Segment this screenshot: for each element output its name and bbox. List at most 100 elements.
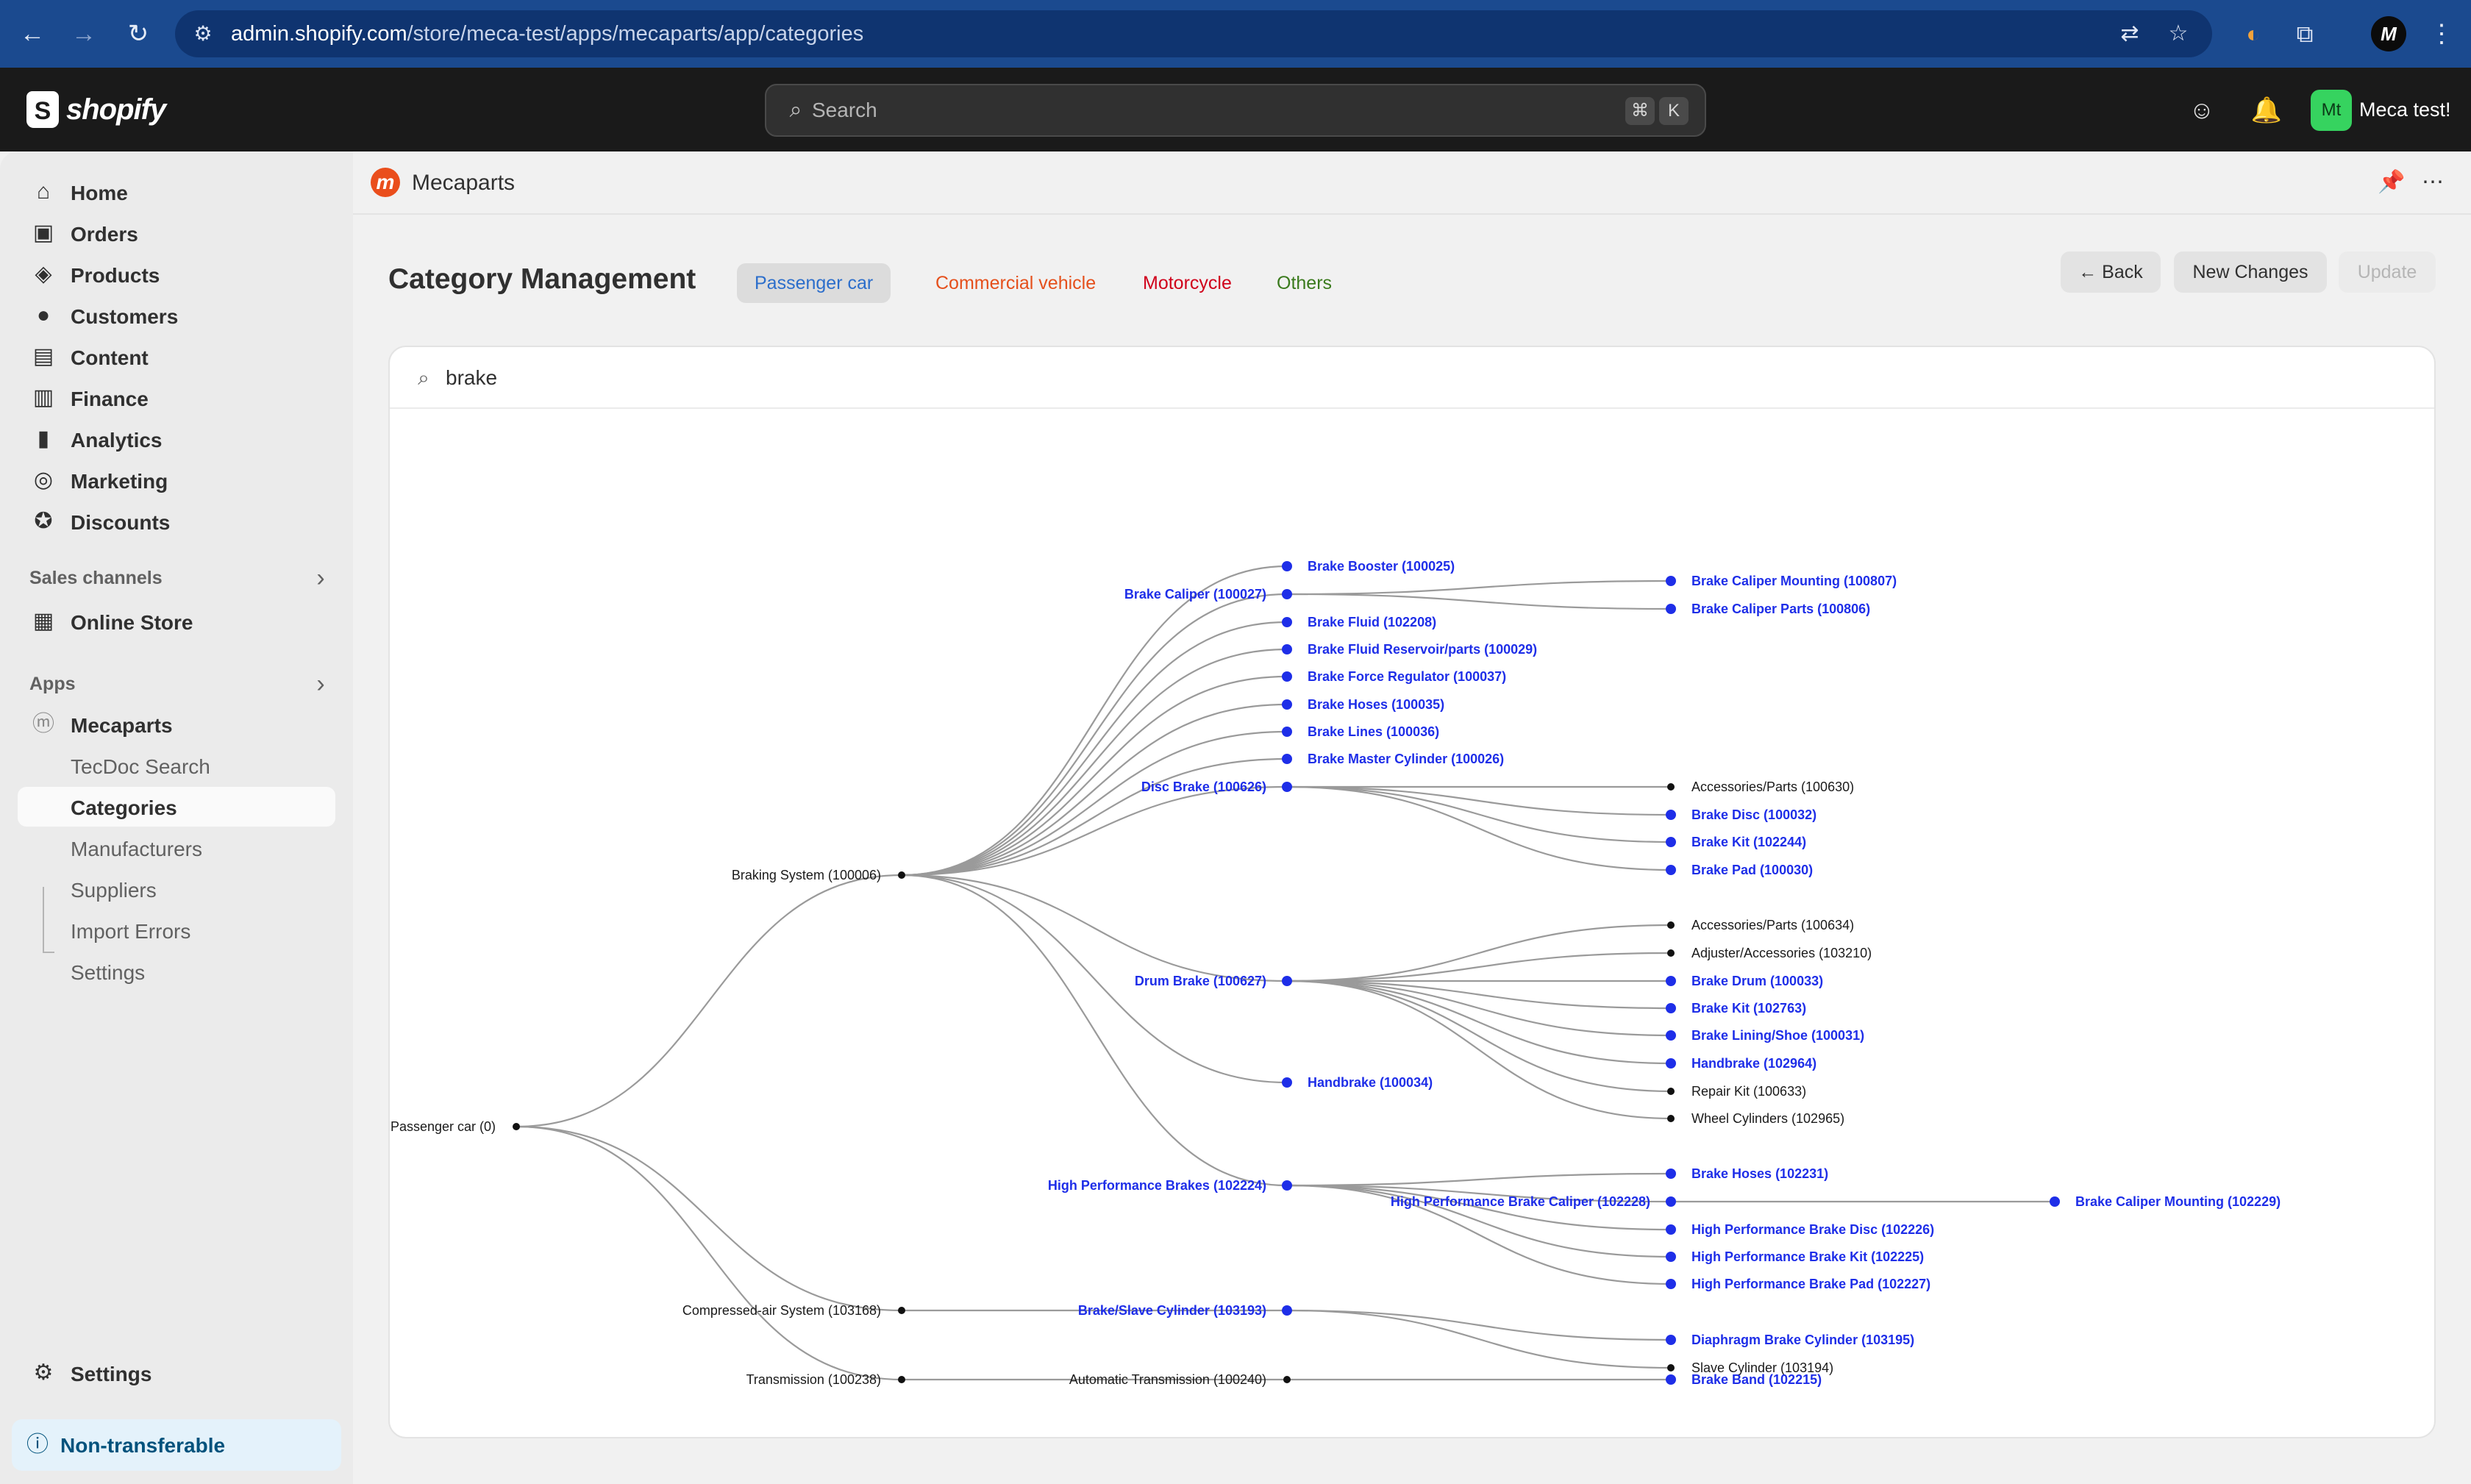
tree-node-label[interactable]: Handbrake (102964) bbox=[1691, 1056, 1816, 1071]
tree-node-dot[interactable] bbox=[1666, 1169, 1676, 1179]
tab-passenger-car[interactable]: Passenger car bbox=[737, 263, 891, 303]
tree-node[interactable]: High Performance Brakes (102224) bbox=[1048, 1178, 1292, 1193]
tree-node[interactable]: High Performance Brake Kit (102225) bbox=[1666, 1249, 1924, 1264]
tree-node-dot[interactable] bbox=[1666, 976, 1676, 986]
translate-icon[interactable]: ⇄ bbox=[2120, 21, 2139, 46]
sidebar-subitem-import-errors[interactable]: Import Errors bbox=[18, 910, 335, 950]
tree-node-label[interactable]: Brake Disc (100032) bbox=[1691, 807, 1816, 822]
tree-node-dot[interactable] bbox=[1282, 1077, 1292, 1088]
back-arrow-icon[interactable]: ← bbox=[20, 20, 45, 48]
tree-node-dot[interactable] bbox=[1282, 976, 1292, 986]
tree-node-label[interactable]: Brake Drum (100033) bbox=[1691, 974, 1823, 988]
store-name[interactable]: Meca test! bbox=[2359, 99, 2451, 121]
sidebar-item-discounts[interactable]: ✪ Discounts bbox=[18, 502, 335, 541]
tree-node-label[interactable]: Accessories/Parts (100634) bbox=[1691, 918, 1854, 932]
sidebar-item-orders[interactable]: ▣ Orders bbox=[18, 213, 335, 253]
url-text[interactable]: admin.shopify.com/store/meca-test/apps/m… bbox=[231, 22, 863, 46]
tree-node-dot[interactable] bbox=[1666, 1279, 1676, 1289]
forward-arrow-icon[interactable]: → bbox=[71, 20, 96, 48]
shopify-logo[interactable]: S shopify bbox=[26, 90, 166, 129]
tree-node-label[interactable]: Brake Lines (100036) bbox=[1308, 724, 1439, 739]
tree-node-dot[interactable] bbox=[1282, 754, 1292, 764]
browser-profile-avatar[interactable]: M bbox=[2371, 16, 2406, 51]
tree-node[interactable]: High Performance Brake Caliper (102228) bbox=[1391, 1194, 1676, 1209]
tree-node-dot[interactable] bbox=[1666, 576, 1676, 586]
tree-node-label[interactable]: Slave Cylinder (103194) bbox=[1691, 1360, 1833, 1375]
sidebar-subitem-manufacturers[interactable]: Manufacturers bbox=[18, 828, 335, 868]
tab-commercial-vehicle[interactable]: Commercial vehicle bbox=[935, 273, 1097, 293]
tree-node-label[interactable]: Brake Fluid (102208) bbox=[1308, 615, 1436, 629]
puzzle-icon[interactable]: ⧉ bbox=[2296, 21, 2314, 47]
tree-node-label[interactable]: Diaphragm Brake Cylinder (103195) bbox=[1691, 1333, 1914, 1347]
tree-node-dot[interactable] bbox=[898, 1376, 905, 1383]
tree-node-dot[interactable] bbox=[1666, 865, 1676, 875]
tree-node[interactable]: Brake Pad (100030) bbox=[1666, 863, 1813, 877]
tree-node[interactable]: Brake Caliper Mounting (100807) bbox=[1666, 574, 1897, 588]
tree-node-label[interactable]: High Performance Brakes (102224) bbox=[1048, 1178, 1266, 1193]
tree-node-dot[interactable] bbox=[1666, 1374, 1676, 1385]
tree-node-label[interactable]: Brake Fluid Reservoir/parts (100029) bbox=[1308, 642, 1537, 657]
tree-node[interactable]: Brake Caliper Parts (100806) bbox=[1666, 602, 1870, 616]
tree-node-label[interactable]: Transmission (100238) bbox=[746, 1372, 881, 1387]
tree-node-dot[interactable] bbox=[1282, 1305, 1292, 1316]
sidebar-subitem-suppliers[interactable]: Suppliers bbox=[18, 869, 335, 909]
tree-node-label[interactable]: Brake Hoses (102231) bbox=[1691, 1166, 1828, 1181]
address-bar[interactable]: ⚙ admin.shopify.com/store/meca-test/apps… bbox=[175, 10, 2212, 57]
site-settings-icon[interactable]: ⚙ bbox=[193, 22, 213, 45]
tree-node[interactable]: Brake Kit (102244) bbox=[1666, 835, 1806, 849]
sidekick-icon[interactable]: ☺ bbox=[2189, 96, 2215, 124]
tree-node[interactable]: Brake Band (102215) bbox=[1666, 1372, 1822, 1387]
tree-node-label[interactable]: High Performance Brake Caliper (102228) bbox=[1391, 1194, 1650, 1209]
tree-node-dot[interactable] bbox=[1667, 921, 1675, 929]
tree-node-dot[interactable] bbox=[1667, 1088, 1675, 1095]
tree-node-label[interactable]: Automatic Transmission (100240) bbox=[1069, 1372, 1266, 1387]
tree-node-label[interactable]: Braking System (100006) bbox=[732, 868, 881, 882]
sidebar-item-customers[interactable]: ● Customers bbox=[18, 296, 335, 335]
category-tree[interactable]: Passenger car (0) Braking System (100006)… bbox=[390, 409, 2434, 1438]
tree-node-label[interactable]: Brake Kit (102244) bbox=[1691, 835, 1806, 849]
sidebar-subitem-tecdoc-search[interactable]: TecDoc Search bbox=[18, 746, 335, 785]
tree-node-label[interactable]: Disc Brake (100626) bbox=[1141, 780, 1266, 794]
tree-node-label[interactable]: High Performance Brake Pad (102227) bbox=[1691, 1277, 1930, 1291]
tree-node[interactable]: Adjuster/Accessories (103210) bbox=[1667, 946, 1872, 960]
tree-node[interactable]: Brake Fluid Reservoir/parts (100029) bbox=[1282, 642, 1537, 657]
tree-node-label[interactable]: Brake Pad (100030) bbox=[1691, 863, 1813, 877]
tree-node-dot[interactable] bbox=[1282, 644, 1292, 654]
sidebar-subitem-settings[interactable]: Settings bbox=[18, 952, 335, 991]
sales-channels-heading[interactable]: Sales channels bbox=[29, 568, 163, 588]
extension-icon[interactable]: ◐ bbox=[2246, 21, 2261, 47]
tree-node-label[interactable]: Brake Master Cylinder (100026) bbox=[1308, 752, 1504, 766]
kebab-menu-icon[interactable]: ⋮ bbox=[2429, 20, 2454, 48]
sidebar-item-mecaparts[interactable]: ⓜ Mecaparts bbox=[18, 704, 335, 744]
tree-node-label[interactable]: Wheel Cylinders (102965) bbox=[1691, 1111, 1844, 1126]
sidebar-item-marketing[interactable]: ◎ Marketing bbox=[18, 460, 335, 500]
apps-heading[interactable]: Apps bbox=[29, 674, 76, 694]
tree-node-label[interactable]: Brake Hoses (100035) bbox=[1308, 697, 1444, 712]
tree-node-label[interactable]: Drum Brake (100627) bbox=[1135, 974, 1266, 988]
tree-node-dot[interactable] bbox=[1283, 1376, 1291, 1383]
tree-node[interactable]: Brake Lining/Shoe (100031) bbox=[1666, 1028, 1864, 1043]
tree-node[interactable]: Transmission (100238) bbox=[746, 1372, 905, 1387]
tree-node-dot[interactable] bbox=[1282, 727, 1292, 737]
tree-node-dot[interactable] bbox=[1282, 782, 1292, 792]
sidebar-item-finance[interactable]: ▥ Finance bbox=[18, 378, 335, 418]
tree-node[interactable]: Brake Fluid (102208) bbox=[1282, 615, 1436, 629]
tree-node-dot[interactable] bbox=[1666, 810, 1676, 820]
tree-node-dot[interactable] bbox=[1282, 589, 1292, 599]
tree-node[interactable]: Passenger car (0) bbox=[391, 1119, 520, 1134]
tree-node[interactable]: Disc Brake (100626) bbox=[1141, 780, 1292, 794]
tree-node[interactable]: Brake Master Cylinder (100026) bbox=[1282, 752, 1504, 766]
pin-icon[interactable]: 📌 bbox=[2378, 170, 2406, 194]
tree-node[interactable]: Braking System (100006) bbox=[732, 868, 905, 882]
tree-node[interactable]: Brake Hoses (100035) bbox=[1282, 697, 1444, 712]
tree-node[interactable]: Accessories/Parts (100634) bbox=[1667, 918, 1854, 932]
chevron-right-icon[interactable]: › bbox=[316, 670, 325, 698]
tree-node-dot[interactable] bbox=[1667, 1115, 1675, 1122]
tree-node-dot[interactable] bbox=[1666, 1335, 1676, 1345]
tree-node-dot[interactable] bbox=[898, 871, 905, 879]
tree-node[interactable]: Wheel Cylinders (102965) bbox=[1667, 1111, 1844, 1126]
tree-node-dot[interactable] bbox=[898, 1307, 905, 1314]
tree-node-dot[interactable] bbox=[1282, 561, 1292, 571]
tree-node[interactable]: Brake Hoses (102231) bbox=[1666, 1166, 1828, 1181]
tree-node[interactable]: Slave Cylinder (103194) bbox=[1667, 1360, 1833, 1375]
